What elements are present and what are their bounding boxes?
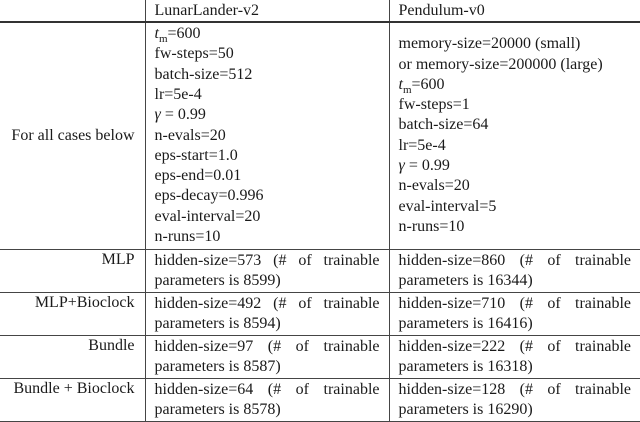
model-row-mlp-bioclock: MLP+Bioclock hidden-size=492 (# of train…	[0, 292, 640, 336]
header-empty-cell	[0, 0, 145, 23]
cell-text-line: parameters is 16290)	[398, 401, 533, 418]
param-line: γ = 0.99	[154, 106, 206, 124]
param-line: eval-interval=20	[154, 207, 261, 225]
model-row-bundle-bioclock: Bundle + Bioclock hidden-size=64 (# of t…	[0, 378, 640, 422]
param-line: tm=600	[154, 25, 201, 46]
model-row-mlp: MLP hidden-size=573 (# of trainable para…	[0, 249, 640, 293]
cell-text-line: hidden-size=710 (# of trainable	[398, 294, 632, 312]
cell-text-line: hidden-size=860 (# of trainable	[398, 251, 632, 269]
param-line: memory-size=20000 (small)	[398, 35, 581, 53]
param-line: n-runs=10	[398, 217, 465, 235]
cell-mlp-bioclock-lunarlander: hidden-size=492 (# of trainable paramete…	[144, 292, 389, 336]
param-line: or memory-size=200000 (large)	[398, 55, 603, 73]
param-line: tm=600	[398, 75, 445, 97]
param-line: γ = 0.99	[398, 157, 450, 175]
param-line: eps-end=0.01	[154, 167, 242, 185]
param-line: lr=5e-4	[154, 86, 202, 103]
cell-mlp-bioclock-pendulum: hidden-size=710 (# of trainable paramete…	[388, 292, 640, 336]
cell-text-line: hidden-size=492 (# of trainable	[154, 294, 380, 312]
cell-common-lunarlander: tm=600 fw-steps=50 batch-size=512 lr=5e-…	[144, 22, 389, 250]
cell-text-line: parameters is 8594)	[154, 315, 281, 332]
cell-text-line: parameters is 8599)	[154, 272, 281, 289]
param-line: fw-steps=1	[398, 96, 470, 114]
param-line: eps-decay=0.996	[154, 187, 264, 205]
param-line: n-evals=20	[154, 126, 226, 144]
cell-text-line: parameters is 16344)	[398, 272, 533, 289]
param-line: n-evals=20	[398, 177, 470, 195]
param-line: lr=5e-4	[398, 136, 446, 154]
row-label-mlp-bioclock: MLP+Bioclock	[0, 292, 145, 336]
cell-bundle-bioclock-lunarlander: hidden-size=64 (# of trainable parameter…	[144, 378, 389, 422]
cell-text-line: hidden-size=222 (# of trainable	[398, 337, 632, 355]
cell-text-line: hidden-size=128 (# of trainable	[398, 380, 632, 398]
model-row-bundle: Bundle hidden-size=97 (# of trainable pa…	[0, 335, 640, 379]
cell-text-line: hidden-size=573 (# of trainable	[154, 251, 380, 269]
row-label-bundle: Bundle	[0, 335, 145, 379]
cell-text-line: hidden-size=97 (# of trainable	[154, 337, 380, 355]
cell-text-line: parameters is 8578)	[154, 401, 281, 418]
column-header-pendulum-v0: Pendulum-v0	[388, 0, 640, 23]
row-label-mlp: MLP	[0, 249, 145, 293]
column-header-lunarlander-v2: LunarLander-v2	[144, 0, 389, 23]
cell-bundle-lunarlander: hidden-size=97 (# of trainable parameter…	[144, 335, 389, 379]
param-line: batch-size=512	[154, 65, 253, 83]
cell-mlp-pendulum: hidden-size=860 (# of trainable paramete…	[388, 249, 640, 293]
cell-mlp-lunarlander: hidden-size=573 (# of trainable paramete…	[144, 249, 389, 293]
header-row: LunarLander-v2 Pendulum-v0	[0, 0, 640, 23]
cell-bundle-pendulum: hidden-size=222 (# of trainable paramete…	[388, 335, 640, 379]
param-line: fw-steps=50	[154, 45, 234, 63]
param-line: eval-interval=5	[398, 197, 497, 215]
common-settings-row: For all cases below tm=600 fw-steps=50 b…	[0, 22, 640, 250]
cell-common-pendulum: memory-size=20000 (small) or memory-size…	[388, 22, 640, 250]
cell-bundle-bioclock-pendulum: hidden-size=128 (# of trainable paramete…	[388, 378, 640, 422]
cell-text-line: parameters is 16318)	[398, 358, 533, 375]
row-label-for-all-cases-below: For all cases below	[0, 22, 145, 250]
param-line: eps-start=1.0	[154, 146, 238, 164]
cell-text-line: parameters is 8587)	[154, 358, 281, 375]
cell-text-line: parameters is 16416)	[398, 315, 533, 332]
row-label-bundle-bioclock: Bundle + Bioclock	[0, 378, 145, 422]
cell-text-line: hidden-size=64 (# of trainable	[154, 380, 380, 398]
param-line: n-runs=10	[154, 228, 221, 246]
param-line: batch-size=64	[398, 116, 489, 134]
